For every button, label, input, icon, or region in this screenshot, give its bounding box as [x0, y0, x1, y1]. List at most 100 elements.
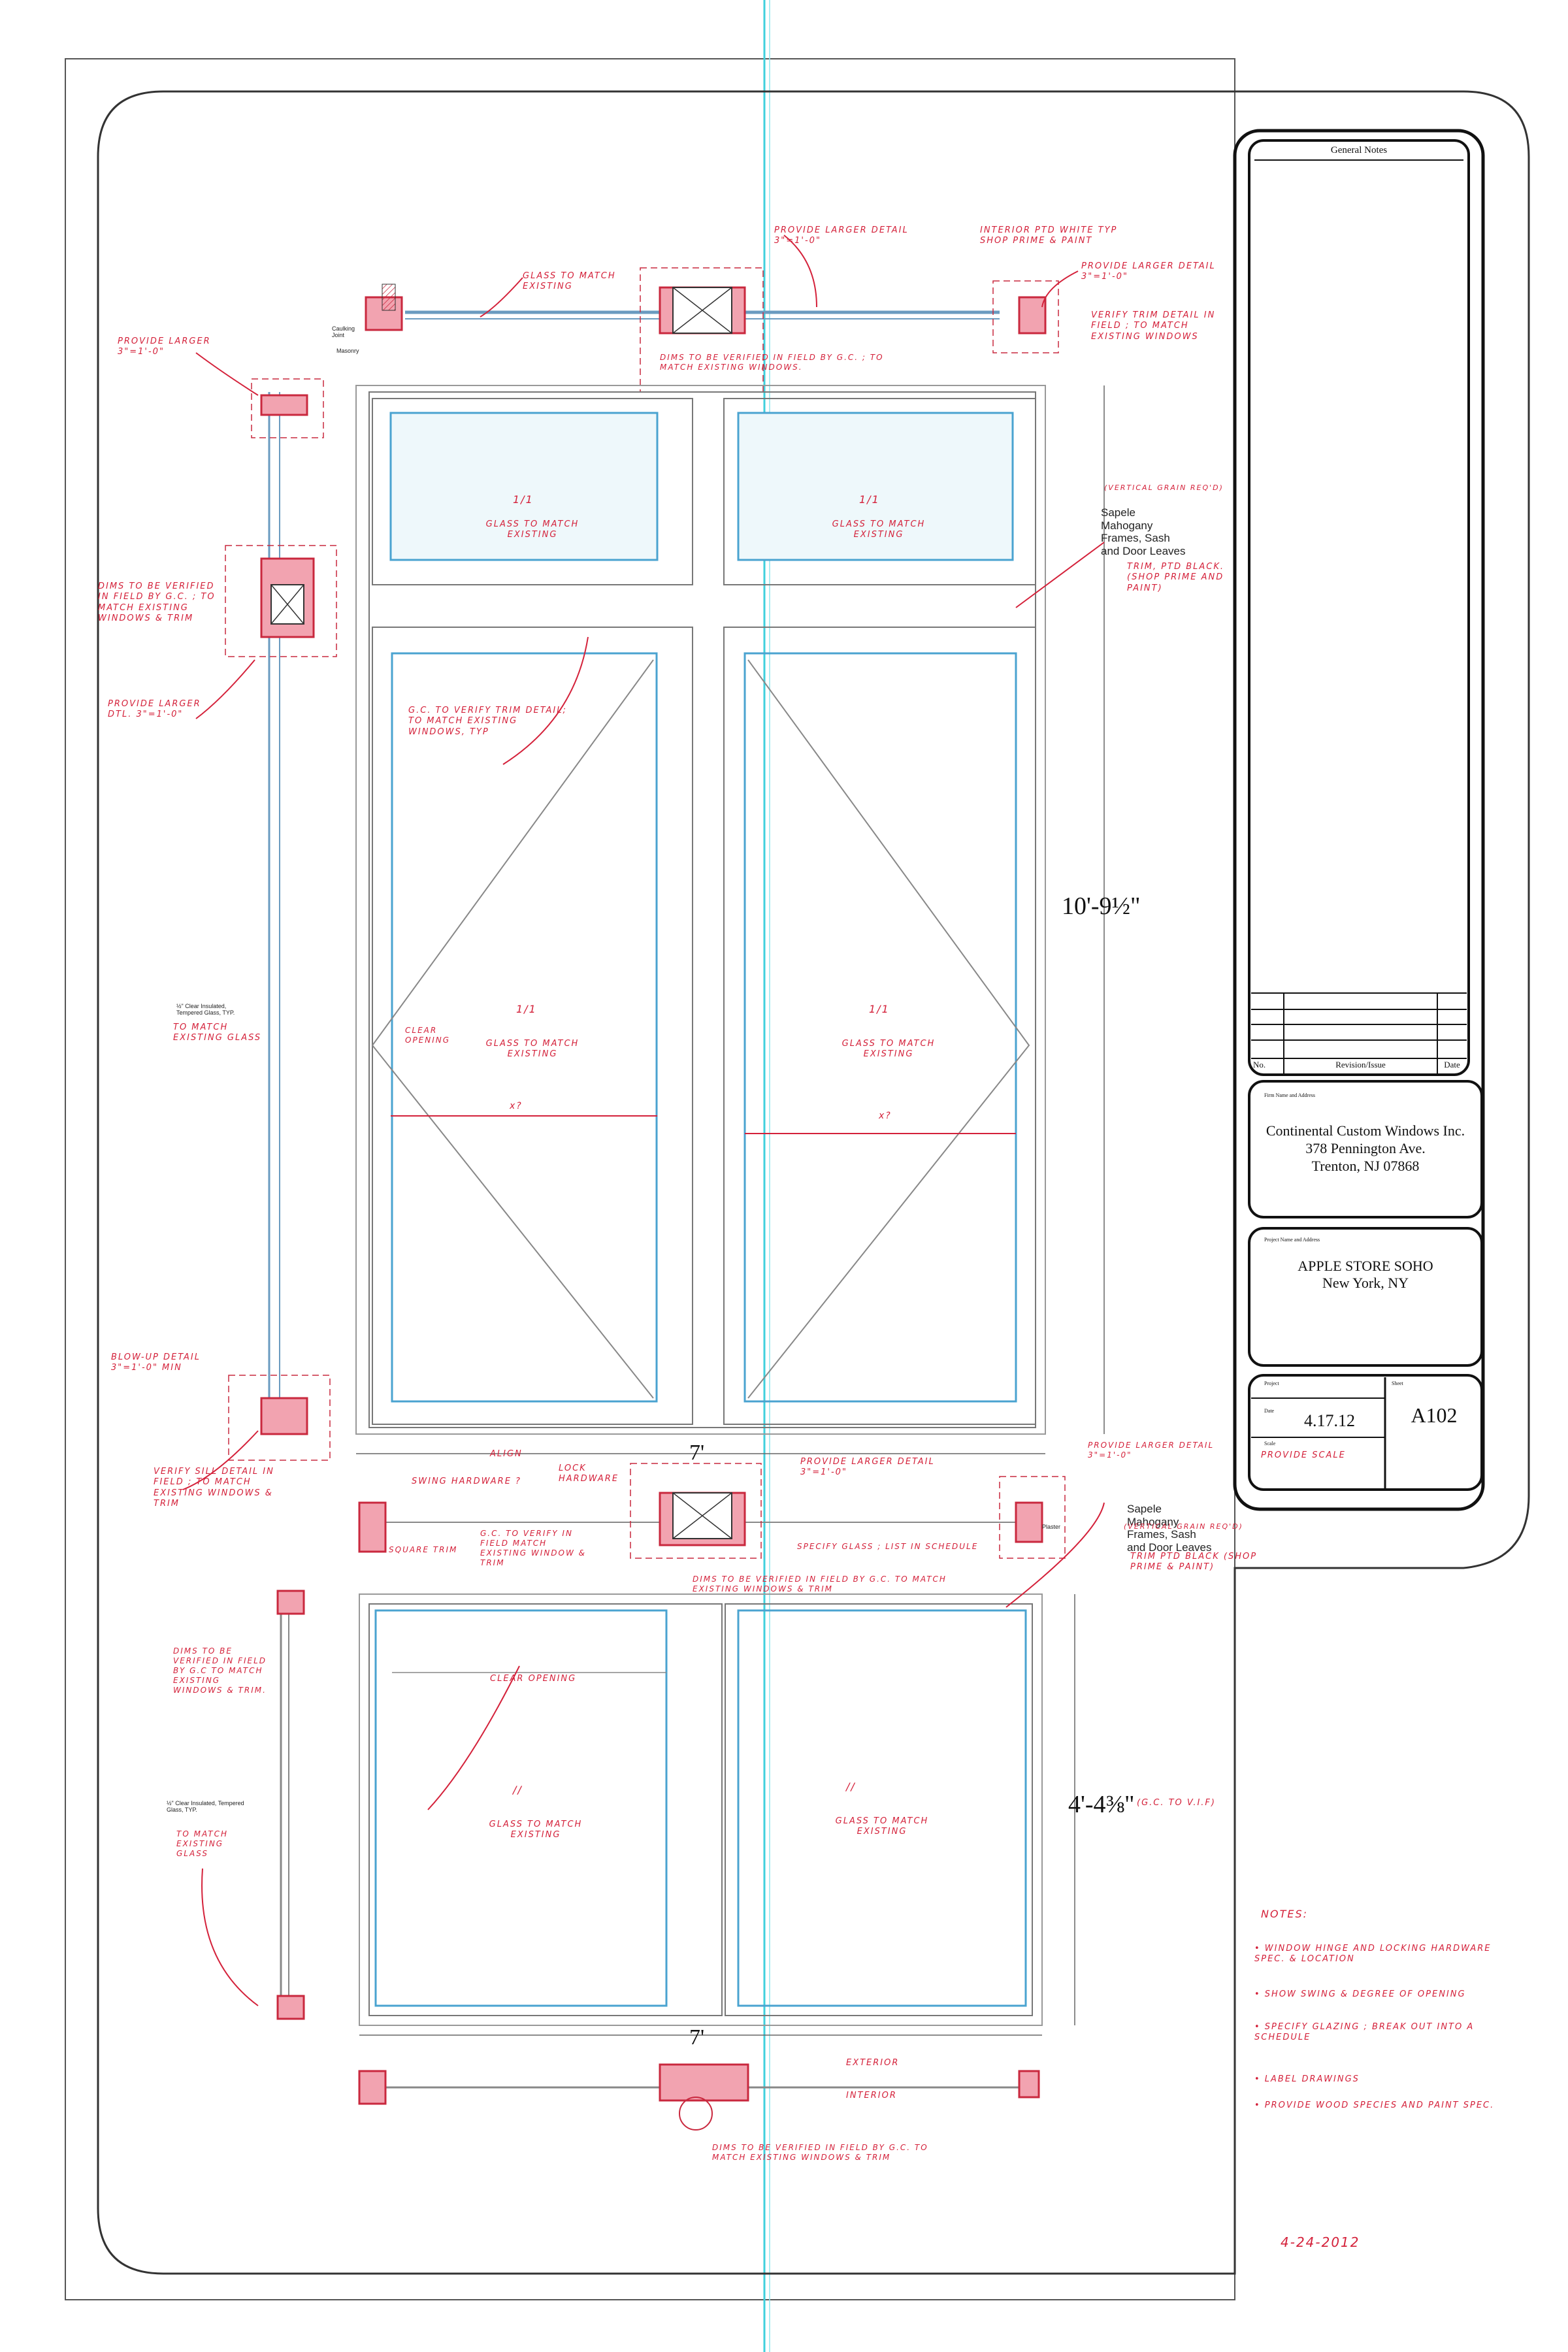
caulking-joint-label: Caulking Joint — [332, 325, 355, 339]
note-fraction-4: 1/1 — [869, 1003, 890, 1015]
note-interior: INTERIOR — [846, 2091, 897, 2100]
note-provide-larger-mid: PROVIDE LARGER DETAIL 3"=1'-0" — [800, 1457, 935, 1478]
note-interior-ptd-white: INTERIOR PTD WHITE TYP SHOP PRIME & PAIN… — [980, 225, 1118, 246]
notes-title: NOTES: — [1261, 1908, 1308, 1920]
note-fraction-1: 1/1 — [513, 493, 534, 506]
note-gc-verify-field: G.C. TO VERIFY IN FIELD MATCH EXISTING W… — [480, 1529, 587, 1567]
lower-width-dim: 7' — [689, 2025, 705, 2050]
note-provide-larger-left: PROVIDE LARGER 3"=1'-0" — [118, 336, 211, 357]
note-glass-match-top: GLASS TO MATCH EXISTING — [523, 271, 616, 292]
firm-name: Continental Custom Windows Inc. — [1266, 1122, 1465, 1139]
note-lock-hardware: LOCK HARDWARE — [559, 1463, 619, 1484]
note-dims-verified-bottom: DIMS TO BE VERIFIED IN FIELD BY G.C. TO … — [712, 2143, 928, 2162]
upper-width-dim: 7' — [689, 1441, 705, 1465]
left-vertical-section — [225, 378, 337, 1461]
note-align: ALIGN — [490, 1449, 523, 1459]
project-box — [1248, 1227, 1483, 1367]
note-clear-opening: CLEAR OPENING — [405, 1026, 451, 1045]
lower-elevation — [359, 1593, 1075, 2036]
project-city: New York, NY — [1322, 1275, 1409, 1291]
date-label: Date — [1264, 1408, 1275, 1414]
note-to-match-existing-glass: TO MATCH EXISTING GLASS — [173, 1022, 262, 1043]
note-square-trim: SQUARE TRIM — [389, 1545, 458, 1554]
red-leaders — [182, 235, 1105, 2006]
note-x-mark-right: x? — [879, 1111, 892, 1121]
glass-spec-2: ½" Clear Insulated, Tempered Glass, TYP. — [167, 1800, 244, 1814]
note-verify-trim-detail: VERIFY TRIM DETAIL IN FIELD ; TO MATCH E… — [1091, 310, 1216, 342]
lower-left-vertical — [276, 1590, 305, 2020]
note-blow-up-detail: BLOW-UP DETAIL 3"=1'-0" MIN — [111, 1352, 201, 1373]
glass-spec-1: ½" Clear Insulated, Tempered Glass, TYP. — [176, 1003, 235, 1017]
note-fraction-5: // — [513, 1784, 523, 1796]
note-item-5: • PROVIDE WOOD SPECIES AND PAINT SPEC. — [1254, 2100, 1495, 2110]
firm-label: Firm Name and Address — [1264, 1092, 1315, 1098]
sheet-value: A102 — [1411, 1403, 1458, 1427]
note-fraction-3: 1/1 — [516, 1003, 537, 1015]
revision-issue-label: Revision/Issue — [1335, 1060, 1386, 1070]
note-dims-verified-top: DIMS TO BE VERIFIED IN FIELD BY G.C. ; T… — [660, 353, 884, 372]
note-fraction-6: // — [846, 1780, 856, 1793]
gc-tvif: (G.C. TO V.I.F) — [1137, 1798, 1216, 1808]
plaster-label: Plaster — [1042, 1524, 1061, 1530]
general-notes-label: General Notes — [1330, 145, 1388, 155]
note-dims-verified-mid: DIMS TO BE VERIFIED IN FIELD BY G.C. TO … — [693, 1575, 947, 1593]
note-vertical-grain-mid: (VERTICAL GRAIN REQ'D) — [1124, 1522, 1243, 1531]
note-gc-verify-trim: G.C. TO VERIFY TRIM DETAIL; TO MATCH EXI… — [408, 706, 567, 737]
project-label: Project Name and Address — [1264, 1237, 1320, 1243]
note-item-2: • SHOW SWING & DEGREE OF OPENING — [1254, 1989, 1466, 1999]
title-block-outer — [1233, 129, 1485, 1511]
note-item-3: • SPECIFY GLAZING ; BREAK OUT INTO A SCH… — [1254, 2022, 1475, 2043]
note-clear-opening-2: CLEAR OPENING — [490, 1674, 577, 1684]
note-to-match-existing-glass-2: TO MATCH EXISTING GLASS — [176, 1829, 229, 1858]
firm-city: Trenton, NJ 07868 — [1311, 1158, 1420, 1174]
note-door-left-glass: GLASS TO MATCH EXISTING — [485, 1039, 580, 1060]
note-exterior: EXTERIOR — [846, 2058, 900, 2068]
date-value: 4.17.12 — [1304, 1411, 1355, 1430]
note-provide-larger-detail-right: PROVIDE LARGER DETAIL 3"=1'-0" — [1081, 261, 1216, 282]
note-item-1: • WINDOW HINGE AND LOCKING HARDWARE SPEC… — [1254, 1944, 1492, 1965]
project-small-label: Project — [1264, 1380, 1279, 1386]
revision-date-label: Date — [1444, 1060, 1460, 1070]
firm-box — [1248, 1080, 1483, 1218]
sheet-box — [1248, 1374, 1483, 1491]
masonry-label: Masonry — [336, 348, 359, 354]
general-notes-box — [1248, 139, 1470, 1076]
note-transom-right: GLASS TO MATCH EXISTING — [832, 519, 926, 540]
note-swing-hardware: SWING HARDWARE ? — [412, 1477, 521, 1486]
note-vertical-grain-top: (VERTICAL GRAIN REQ'D) — [1104, 483, 1224, 492]
note-provide-larger-mid-right: PROVIDE LARGER DETAIL 3"=1'-0" — [1088, 1441, 1215, 1460]
signature-date: 4-24-2012 — [1281, 2234, 1360, 2250]
note-trim-ptd-black-mid: TRIM PTD BLACK (SHOP PRIME & PAINT) — [1130, 1552, 1258, 1573]
page-outer-frame — [65, 58, 1235, 2300]
middle-plan — [358, 1463, 1066, 1559]
sheet-label: Sheet — [1392, 1380, 1403, 1386]
note-lower-left-glass: GLASS TO MATCH EXISTING — [489, 1820, 583, 1840]
note-door-right-glass: GLASS TO MATCH EXISTING — [841, 1039, 936, 1060]
note-lower-right-glass: GLASS TO MATCH EXISTING — [835, 1816, 929, 1837]
firm-street: 378 Pennington Ave. — [1305, 1140, 1426, 1156]
upper-head-plan — [365, 267, 1059, 393]
note-dims-verified-lower-left: DIMS TO BE VERIFIED IN FIELD BY G.C TO M… — [173, 1646, 267, 1695]
sheet-rounded-border — [97, 90, 1530, 2275]
upper-height-dim: 10'-9½" — [1062, 892, 1141, 920]
revision-no-label: No. — [1253, 1060, 1266, 1070]
note-transom-left: GLASS TO MATCH EXISTING — [485, 519, 580, 540]
scale-note: PROVIDE SCALE — [1261, 1450, 1346, 1460]
note-x-mark-left: x? — [510, 1101, 523, 1111]
bottom-plan — [358, 2063, 1040, 2131]
project-name: APPLE STORE SOHO — [1298, 1258, 1433, 1274]
note-trim-ptd-black-top: TRIM, PTD BLACK. (SHOP PRIME AND PAINT) — [1127, 562, 1224, 593]
note-verify-sill-detail: VERIFY SILL DETAIL IN FIELD ; TO MATCH E… — [154, 1467, 274, 1509]
note-fraction-2: 1/1 — [859, 493, 880, 506]
note-provide-larger-detail-top: PROVIDE LARGER DETAIL 3"=1'-0" — [774, 225, 909, 246]
scale-label: Scale — [1264, 1441, 1276, 1446]
upper-elevation — [355, 385, 1105, 1454]
lower-height-dim: 4'-4⅜" — [1068, 1791, 1135, 1818]
note-dims-verified-left: DIMS TO BE VERIFIED IN FIELD BY G.C. ; T… — [98, 581, 216, 623]
note-specify-glass: SPECIFY GLASS ; LIST IN SCHEDULE — [797, 1542, 979, 1551]
note-item-4: • LABEL DRAWINGS — [1254, 2074, 1360, 2084]
note-provide-larger-dtl: PROVIDE LARGER DTL. 3"=1'-0" — [108, 699, 201, 720]
